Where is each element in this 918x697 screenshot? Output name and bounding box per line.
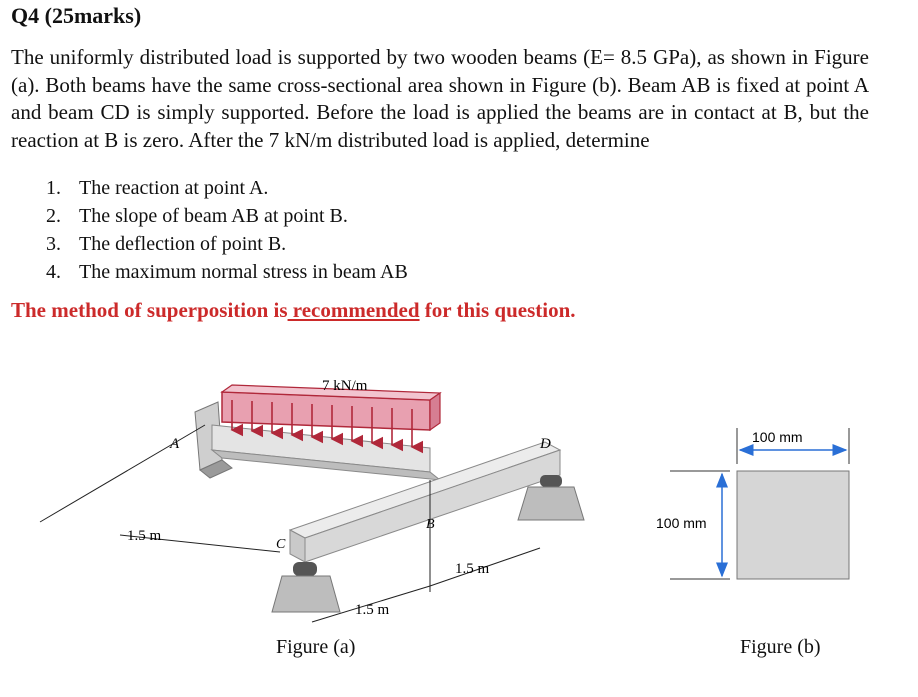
figure-a-diagram: 7 kN/m A B C D 1.5 m 1.5 m 1.5 m 100 mm … (39, 378, 850, 623)
task-item: 2. The slope of beam AB at point B. (46, 202, 408, 230)
point-c-label: C (276, 537, 286, 552)
load-label: 7 kN/m (322, 378, 368, 394)
figure-b-caption: Figure (b) (740, 636, 821, 658)
beam-cd (288, 441, 562, 563)
figure-a-caption: Figure (a) (276, 636, 356, 658)
dimension-cb (311, 480, 431, 623)
support-c (271, 562, 341, 613)
task-number: 2. (46, 205, 61, 227)
method-note: The method of superposition is recommend… (11, 298, 576, 323)
point-d-label: D (539, 436, 551, 452)
task-number: 4. (46, 261, 61, 283)
support-d (517, 475, 585, 521)
task-list: 1. The reaction at point A. 2. The slope o… (46, 174, 408, 286)
method-note-pre: The method of superposition is (11, 298, 288, 322)
dimension-ab-label: 1.5 m (127, 528, 162, 544)
task-text: The slope of beam AB at point B. (79, 205, 348, 227)
task-number: 1. (46, 177, 61, 199)
task-item: 3. The deflection of point B. (46, 230, 408, 258)
method-note-post: for this question. (419, 298, 576, 322)
beam-ab (210, 424, 442, 481)
dimension-cb-label: 1.5 m (355, 602, 390, 618)
question-title: Q4 (25marks) (11, 3, 142, 28)
cross-section (670, 428, 850, 580)
dimension-bd-label: 1.5 m (455, 561, 490, 577)
dimension-ab (39, 424, 281, 553)
task-text: The reaction at point A. (79, 177, 269, 199)
task-item: 1. The reaction at point A. (46, 174, 408, 202)
method-note-underlined: recommended (287, 298, 420, 322)
problem-statement: The uniformly distributed load is suppor… (11, 45, 869, 152)
section-width-label: 100 mm (752, 429, 803, 445)
task-item: 4. The maximum normal stress in beam AB (46, 258, 408, 286)
point-a-label: A (169, 436, 180, 452)
section-height-label: 100 mm (656, 515, 707, 531)
task-text: The maximum normal stress in beam AB (79, 261, 408, 283)
task-text: The deflection of point B. (79, 233, 287, 255)
distributed-load (220, 384, 442, 454)
task-number: 3. (46, 233, 61, 255)
dimension-bd (429, 547, 541, 587)
